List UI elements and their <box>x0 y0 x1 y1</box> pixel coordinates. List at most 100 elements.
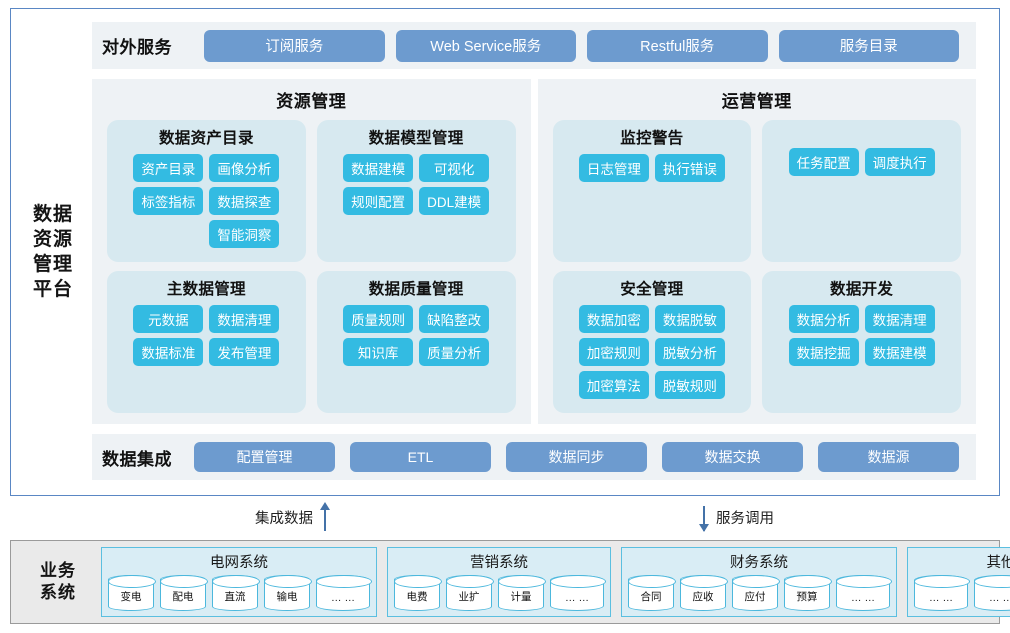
system-title-power-grid: 电网系统 <box>210 555 268 571</box>
tag-rule-config[interactable]: 规则配置 <box>343 187 414 215</box>
database-cylinder-icon[interactable]: … … <box>549 574 606 611</box>
tag-data-exploration[interactable]: 数据探查 <box>209 187 280 215</box>
cylinder-row-other: … … … … … … <box>913 574 1010 611</box>
integration-config-management[interactable]: 配置管理 <box>194 442 335 472</box>
database-cylinder-icon[interactable]: … … <box>913 574 970 611</box>
tag-grid-security-management: 数据加密 数据脱敏 加密规则 脱敏分析 加密算法 脱敏规则 <box>578 305 725 399</box>
tag-log-management[interactable]: 日志管理 <box>578 154 649 182</box>
cylinder-label: 变电 <box>120 591 142 603</box>
external-service-subscription[interactable]: 订阅服务 <box>204 29 385 62</box>
tag-masking-rule[interactable]: 脱敏规则 <box>654 371 725 399</box>
tag-ddl-modeling[interactable]: DDL建模 <box>419 187 490 215</box>
card-data-model-management[interactable]: 数据模型管理 数据建模 可视化 规则配置 DDL建模 <box>316 120 516 262</box>
tag-publish-management[interactable]: 发布管理 <box>209 338 280 366</box>
cylinder-label: 计量 <box>510 591 532 603</box>
cylinder-label: … … <box>565 592 589 604</box>
database-cylinder-icon[interactable]: … … <box>315 574 372 611</box>
tag-grid-data-asset-catalog: 资产目录 画像分析 标签指标 数据探查 智能洞察 <box>133 154 280 248</box>
tag-masking-analysis[interactable]: 脱敏分析 <box>654 338 725 366</box>
tag-label-indicator[interactable]: 标签指标 <box>133 187 204 215</box>
database-cylinder-icon[interactable]: 应收 <box>679 574 728 611</box>
data-integration-items: 配置管理 ETL 数据同步 数据交换 数据源 <box>194 442 976 472</box>
card-security-management[interactable]: 安全管理 数据加密 数据脱敏 加密规则 脱敏分析 加密算法 脱敏规则 <box>552 271 752 413</box>
system-title-finance: 财务系统 <box>730 555 788 571</box>
tag-data-standard[interactable]: 数据标准 <box>133 338 204 366</box>
card-data-development[interactable]: 数据开发 数据分析 数据清理 数据挖掘 数据建模 <box>762 271 961 413</box>
cylinder-label: … … <box>331 592 355 604</box>
tag-asset-catalog[interactable]: 资产目录 <box>133 154 204 182</box>
database-cylinder-icon[interactable]: 合同 <box>627 574 676 611</box>
external-services-label: 对外服务 <box>102 38 172 57</box>
tag-schedule-execution[interactable]: 调度执行 <box>864 148 935 176</box>
platform-side-title: 数据资源管理平台 <box>11 9 95 495</box>
card-data-asset-catalog[interactable]: 数据资产目录 资产目录 画像分析 标签指标 数据探查 智能洞察 <box>107 120 306 262</box>
system-box-power-grid[interactable]: 电网系统 变电 配电 直流 输电 … … <box>101 547 377 617</box>
tag-data-cleaning-master[interactable]: 数据清理 <box>209 305 280 333</box>
external-service-restful[interactable]: Restful服务 <box>587 29 768 62</box>
tag-portrait-analysis[interactable]: 画像分析 <box>209 154 280 182</box>
card-monitoring-alert[interactable]: 监控警告 日志管理 执行错误 <box>552 120 752 262</box>
arrow-up-icon <box>319 502 331 532</box>
tag-metadata[interactable]: 元数据 <box>133 305 204 333</box>
database-cylinder-icon[interactable]: 计量 <box>497 574 546 611</box>
card-master-data-management[interactable]: 主数据管理 元数据 数据清理 数据标准 发布管理 <box>107 271 306 413</box>
cylinder-label: … … <box>989 592 1010 604</box>
tag-quality-analysis[interactable]: 质量分析 <box>419 338 490 366</box>
card-title-security-management: 安全管理 <box>620 281 684 298</box>
connector-band: 集成数据 服务调用 <box>0 498 1010 538</box>
external-services-bar: 对外服务 订阅服务 Web Service服务 Restful服务 服务目录 <box>92 22 976 69</box>
management-groups-row: 资源管理 数据资产目录 资产目录 画像分析 标签指标 数据探查 智能洞察 数据模… <box>92 79 976 424</box>
integration-etl[interactable]: ETL <box>350 442 491 472</box>
group-resource-management: 资源管理 数据资产目录 资产目录 画像分析 标签指标 数据探查 智能洞察 数据模… <box>92 79 531 424</box>
tag-data-mining[interactable]: 数据挖掘 <box>788 338 859 366</box>
tag-execution-error[interactable]: 执行错误 <box>654 154 725 182</box>
platform-side-title-text: 数据资源管理平台 <box>32 203 73 301</box>
database-cylinder-icon[interactable]: 直流 <box>211 574 260 611</box>
database-cylinder-icon[interactable]: … … <box>973 574 1010 611</box>
tag-task-config[interactable]: 任务配置 <box>788 148 859 176</box>
database-cylinder-icon[interactable]: 应付 <box>731 574 780 611</box>
tag-smart-insight[interactable]: 智能洞察 <box>209 220 280 248</box>
database-cylinder-icon[interactable]: 业扩 <box>445 574 494 611</box>
card-title-master-data-management: 主数据管理 <box>166 281 246 298</box>
tag-grid-task-scheduling: 任务配置 调度执行 <box>788 148 935 176</box>
tag-grid-monitoring-alert: 日志管理 执行错误 <box>578 154 725 182</box>
system-box-other[interactable]: 其他 … … … … … … <box>907 547 1010 617</box>
database-cylinder-icon[interactable]: … … <box>835 574 892 611</box>
database-cylinder-icon[interactable]: 配电 <box>159 574 208 611</box>
business-systems-list: 电网系统 变电 配电 直流 输电 … … 营销系统 电费 业扩 计量 … … 财… <box>101 547 1010 617</box>
database-cylinder-icon[interactable]: 预算 <box>783 574 832 611</box>
tag-data-modeling-dev[interactable]: 数据建模 <box>864 338 935 366</box>
cylinder-label: 配电 <box>172 591 194 603</box>
system-title-marketing: 营销系统 <box>470 555 528 571</box>
tag-visualization[interactable]: 可视化 <box>419 154 490 182</box>
tag-data-cleaning-dev[interactable]: 数据清理 <box>864 305 935 333</box>
card-data-quality-management[interactable]: 数据质量管理 质量规则 缺陷整改 知识库 质量分析 <box>316 271 516 413</box>
tag-encryption-rule[interactable]: 加密规则 <box>578 338 649 366</box>
integration-data-source[interactable]: 数据源 <box>818 442 959 472</box>
database-cylinder-icon[interactable]: 电费 <box>393 574 442 611</box>
cylinder-label: 应付 <box>744 591 766 603</box>
tag-quality-rule[interactable]: 质量规则 <box>343 305 414 333</box>
database-cylinder-icon[interactable]: 输电 <box>263 574 312 611</box>
tag-data-masking[interactable]: 数据脱敏 <box>654 305 725 333</box>
tag-data-modeling[interactable]: 数据建模 <box>343 154 414 182</box>
system-box-finance[interactable]: 财务系统 合同 应收 应付 预算 … … <box>621 547 897 617</box>
external-service-catalog[interactable]: 服务目录 <box>778 29 959 62</box>
integration-data-sync[interactable]: 数据同步 <box>506 442 647 472</box>
external-service-webservice[interactable]: Web Service服务 <box>395 29 576 62</box>
tag-data-analysis[interactable]: 数据分析 <box>788 305 859 333</box>
card-title-monitoring-alert: 监控警告 <box>620 130 684 147</box>
system-box-marketing[interactable]: 营销系统 电费 业扩 计量 … … <box>387 547 611 617</box>
data-integration-bar: 数据集成 配置管理 ETL 数据同步 数据交换 数据源 <box>92 434 976 480</box>
integration-data-exchange[interactable]: 数据交换 <box>662 442 803 472</box>
tag-data-encryption[interactable]: 数据加密 <box>578 305 649 333</box>
tag-defect-rectification[interactable]: 缺陷整改 <box>419 305 490 333</box>
tag-grid-data-quality-management: 质量规则 缺陷整改 知识库 质量分析 <box>343 305 490 366</box>
tag-knowledge-base[interactable]: 知识库 <box>343 338 414 366</box>
tag-encryption-algorithm[interactable]: 加密算法 <box>578 371 649 399</box>
card-task-scheduling[interactable]: 任务配置 调度执行 <box>762 120 961 262</box>
cylinder-label: 应收 <box>692 591 714 603</box>
card-title-data-asset-catalog: 数据资产目录 <box>158 130 254 147</box>
database-cylinder-icon[interactable]: 变电 <box>107 574 156 611</box>
